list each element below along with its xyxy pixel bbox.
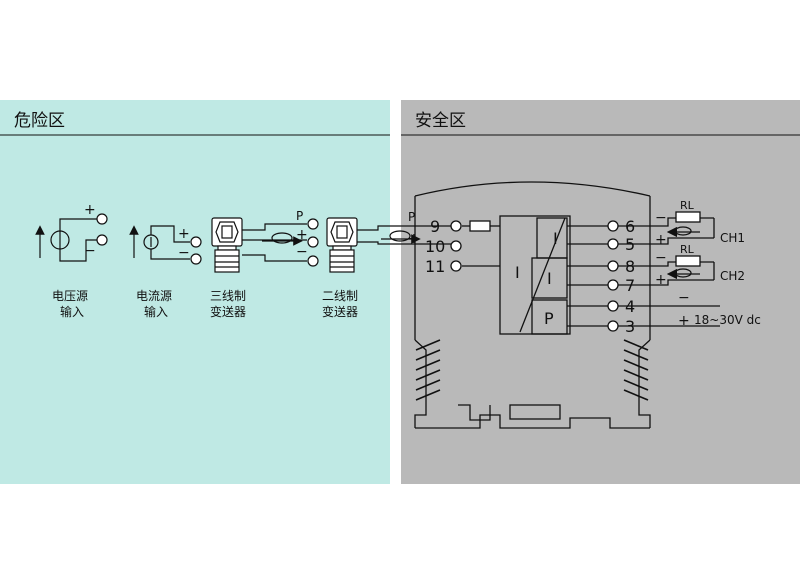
ch1-plus-sign: + [655,232,667,248]
two-wire-transmitter [326,217,455,273]
terminal-5 [607,238,619,250]
current-label-2: 输入 [144,304,168,319]
ch2-plus-sign: + [655,272,667,288]
voltage-label-1: 电压源 [52,289,88,303]
input-resistor-icon [469,220,491,232]
voltage-label-2: 输入 [60,304,84,319]
terminal-10 [450,240,462,252]
safe-zone: 安全区 [401,100,800,484]
ch2-minus-sign: − [655,250,667,266]
terminal-3 [607,320,619,332]
voltage-source [35,213,108,262]
hazard-zone-title: 危险区 [14,111,65,131]
voltage-plus-sign: + [84,202,96,218]
voltage-minus-sign: − [84,243,96,259]
three-wire-p-sign: P [296,209,303,223]
transmitter-body-icon [329,249,355,273]
output-block-2 [531,257,568,299]
three-wire-transmitter [211,217,319,273]
terminal-label-8: 8 [625,257,635,276]
ch2-rl-label: RL [680,243,695,256]
current-terminal-minus [190,253,202,265]
rl-resistor-ch2-icon [675,255,701,267]
terminal-6 [607,220,619,232]
terminal-8 [607,260,619,272]
output-block-1-label: I [553,229,558,248]
voltage-terminal-plus [96,213,108,225]
supply-minus-sign: − [678,290,690,306]
terminal-label-7: 7 [625,276,635,295]
rl-resistor-ch1-icon [675,211,701,223]
isolator-module [414,181,720,429]
two-wire-plus-sign: + [408,231,420,247]
current-minus-sign: − [178,245,190,261]
two-wire-p-sign: P [408,210,415,224]
ch1-label: CH1 [720,231,745,245]
transmitter-body-icon [214,249,240,273]
three-wire-label-2: 变送器 [210,304,246,319]
current-plus-sign: + [178,226,190,242]
supply-plus-sign: + [678,313,690,329]
terminal-label-3: 3 [625,317,635,336]
current-source [129,225,202,265]
power-block-label: P [544,309,554,328]
ch1-minus-sign: − [655,210,667,226]
safe-zone-title: 安全区 [415,111,466,131]
right-vent-icon [623,339,649,401]
current-label-1: 电流源 [136,289,172,303]
current-terminal-plus [190,236,202,248]
terminal-label-6: 6 [625,217,635,236]
three-wire-terminal-minus [307,255,319,267]
terminal-7 [607,279,619,291]
terminal-label-9: 9 [430,217,440,236]
terminal-label-10: 10 [425,237,445,256]
three-wire-plus-sign: + [296,227,308,243]
three-wire-terminal-plus [307,236,319,248]
power-block [531,299,568,335]
ch1-rl-label: RL [680,199,695,212]
voltage-terminal-minus [96,234,108,246]
housing-top [414,181,651,197]
ch2-label: CH2 [720,269,745,283]
terminal-11 [450,260,462,272]
terminal-4 [607,300,619,312]
three-wire-minus-sign: − [296,244,308,260]
terminal-label-5: 5 [625,235,635,254]
output-block-2-label: I [547,269,552,288]
supply-label: 18~30V dc [694,313,761,327]
left-vent-icon [415,339,441,401]
three-wire-label-1: 三线制 [210,289,246,303]
terminal-label-4: 4 [625,297,635,316]
three-wire-terminal-p [307,218,319,230]
terminal-9 [450,220,462,232]
terminal-label-11: 11 [425,257,445,276]
two-wire-label-1: 二线制 [322,289,358,303]
input-block-label: I [515,263,520,282]
hazard-zone: 危险区 [0,100,390,484]
two-wire-label-2: 变送器 [322,304,358,319]
